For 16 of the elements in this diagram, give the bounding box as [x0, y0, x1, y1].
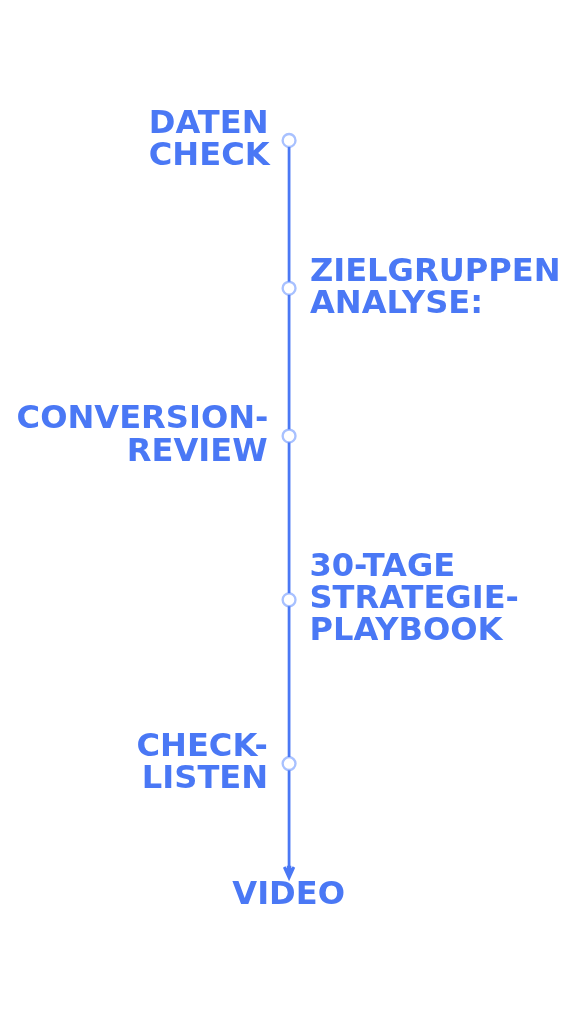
- connector: [287, 442, 291, 594]
- connector: [287, 294, 291, 430]
- node-circle: [281, 280, 297, 296]
- arrow: [282, 770, 296, 880]
- node-label: CONVERSION- REVIEW: [16, 398, 269, 469]
- node-circle: [281, 428, 297, 444]
- node-circle: [281, 756, 297, 772]
- node-circle: [281, 132, 297, 149]
- connector: [287, 606, 291, 757]
- node-label: CHECK- LISTEN: [136, 726, 269, 797]
- node-circle: [281, 592, 297, 608]
- connector: [287, 147, 291, 282]
- node-label: ZIELGRUPPEN ANALYSE:: [309, 250, 561, 321]
- node-label: 30-TAGE STRATEGIE- PLAYBOOK: [309, 546, 519, 649]
- node-label: DATEN CHECK: [148, 102, 270, 174]
- node-text: VIDEO: [232, 874, 346, 913]
